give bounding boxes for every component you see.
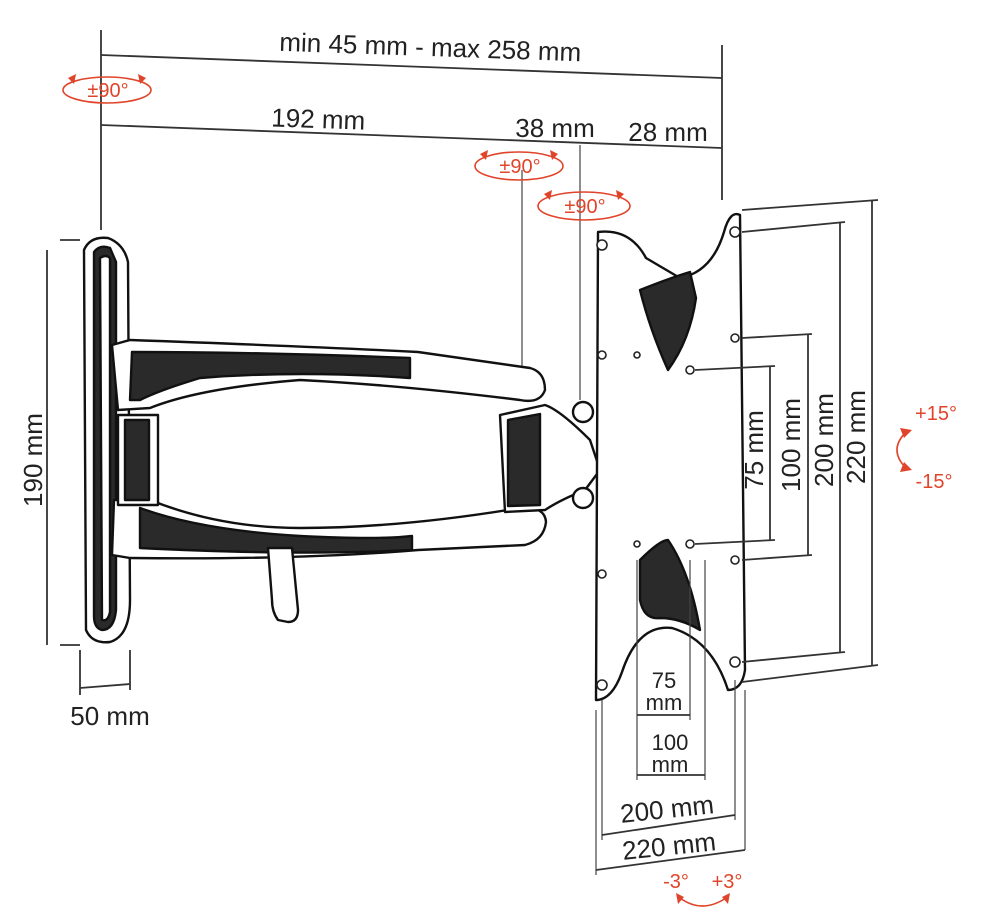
wall-plate-height-dimension: 190 mm — [18, 239, 80, 646]
tilt-indicator: +15° -15° — [896, 403, 957, 493]
vesa-plate — [594, 212, 747, 702]
vesa-vertical-100-label: 100 mm — [776, 398, 806, 492]
arm-length-label: 192 mm — [271, 102, 366, 135]
vesa-horizontal-100-value: 100 — [652, 730, 689, 755]
vesa-vertical-220-label: 220 mm — [841, 390, 871, 484]
wall-swivel-label: ±90° — [87, 80, 128, 102]
joint-offset-2-label: 28 mm — [628, 117, 707, 147]
vesa-horizontal-75-unit: mm — [646, 690, 683, 715]
roll-left-label: -3° — [663, 871, 689, 893]
vesa-vertical-75-label: 75 mm — [739, 410, 769, 489]
wall-swivel-indicator: ±90° — [62, 74, 152, 104]
head-swivel-label: ±90° — [564, 196, 605, 218]
wall-plate-depth-dimension: 50 mm — [70, 650, 150, 731]
vesa-horizontal-75-value: 75 — [652, 668, 676, 693]
vesa-vertical-200-label: 200 mm — [809, 393, 839, 487]
arm-extension-label: min 45 mm - max 258 mm — [279, 27, 582, 68]
vesa-horizontal-100-unit: mm — [652, 752, 689, 777]
head-swivel-indicator: ±90° — [537, 190, 631, 221]
arm-length-dimension: 192 mm 38 mm 28 mm — [100, 102, 723, 400]
roll-right-label: +3° — [712, 871, 743, 893]
tilt-down-label: -15° — [916, 471, 953, 493]
vesa-vertical-dimensions: 75 mm 100 mm 200 mm 220 mm — [694, 199, 879, 683]
roll-indicator: -3° +3° — [663, 871, 743, 907]
tilt-up-label: +15° — [915, 403, 957, 425]
articulating-arm — [110, 338, 602, 624]
wall-plate-height-label: 190 mm — [18, 413, 48, 507]
arm-swivel-indicator: ±90° — [474, 150, 564, 181]
wall-plate-depth-label: 50 mm — [70, 701, 149, 731]
vesa-horizontal-200-label: 200 mm — [619, 789, 716, 829]
vesa-horizontal-220-label: 220 mm — [621, 826, 718, 866]
joint-offset-1-label: 38 mm — [515, 113, 594, 143]
arm-swivel-label: ±90° — [499, 156, 540, 178]
